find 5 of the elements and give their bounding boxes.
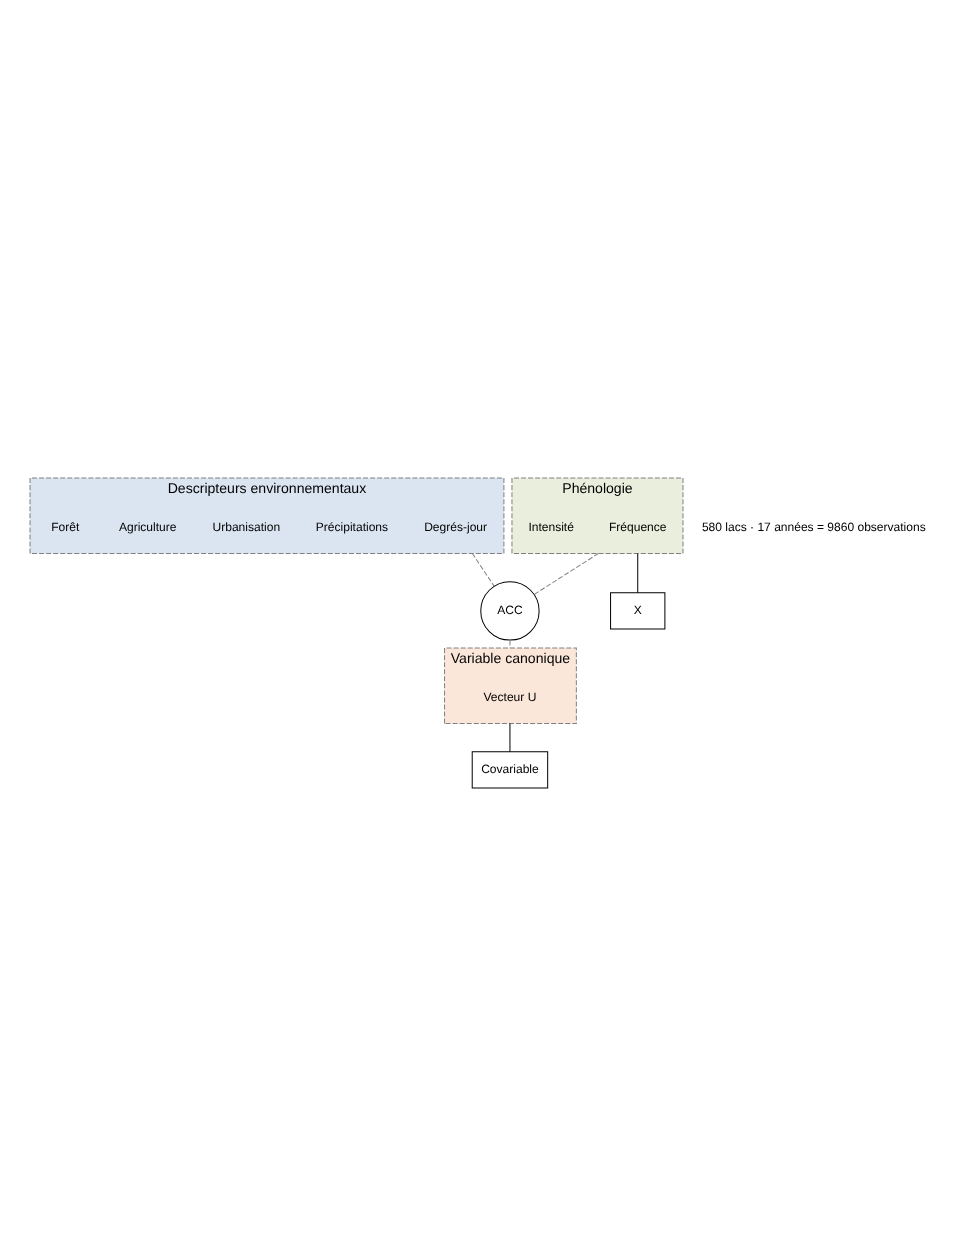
connector [509,722,511,752]
connector [533,552,599,594]
connector [509,639,511,648]
connector [637,552,639,593]
connector [471,552,495,586]
